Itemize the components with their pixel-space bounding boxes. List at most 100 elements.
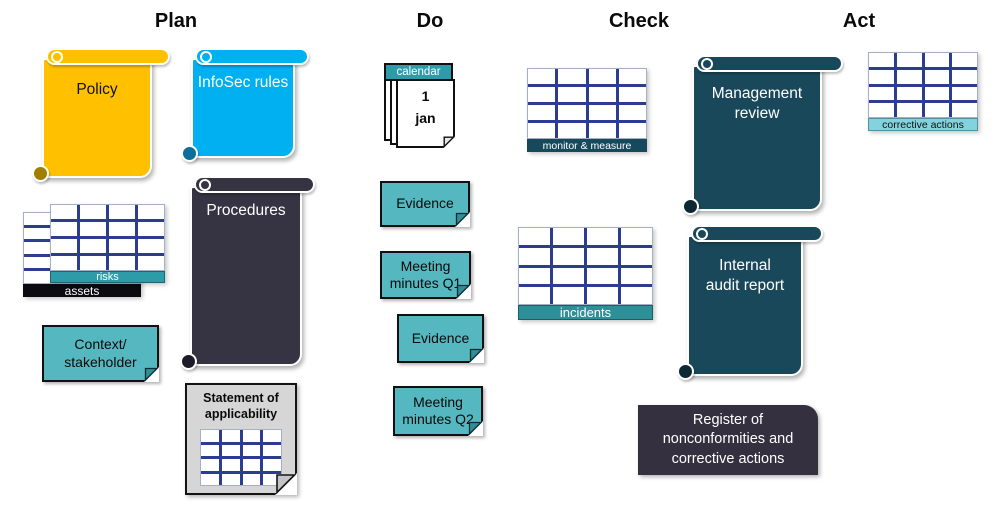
internal-audit-report-scroll: Internal audit report xyxy=(677,225,823,380)
table-cell xyxy=(221,430,240,442)
scroll-roll xyxy=(195,48,309,65)
table-cell xyxy=(621,247,652,265)
scroll-body: Procedures xyxy=(190,186,302,366)
monitor-measure-table: monitor & measure xyxy=(527,68,647,152)
table-cell xyxy=(558,87,586,102)
table-cell xyxy=(24,271,51,283)
table-cell xyxy=(896,86,922,101)
statement-of-applicability-document: Statement of applicability xyxy=(185,383,297,495)
folded-corner-icon xyxy=(144,367,159,382)
table-cell xyxy=(587,228,618,245)
table-cell xyxy=(558,123,586,138)
folded-corner-icon xyxy=(275,473,297,495)
table-cell xyxy=(263,459,281,471)
table-cell xyxy=(952,86,977,101)
procedures-scroll: Procedures xyxy=(180,176,315,370)
table-cell xyxy=(553,228,584,245)
table-cell xyxy=(221,473,240,485)
monitor-measure-grid xyxy=(527,68,647,139)
table-cell xyxy=(263,444,281,456)
table-cell xyxy=(138,222,164,236)
table-cell xyxy=(618,123,646,138)
scroll-roll xyxy=(194,176,315,193)
corrective-actions-label: corrective actions xyxy=(868,118,978,131)
table-cell xyxy=(952,103,977,117)
scroll-spiral-icon xyxy=(51,51,63,63)
header-act: Act xyxy=(842,10,876,32)
folded-corner-icon xyxy=(455,212,470,227)
table-cell xyxy=(952,69,977,84)
folded-corner-icon xyxy=(468,421,483,436)
table-cell xyxy=(138,239,164,253)
table-cell xyxy=(558,105,586,120)
incidents-table: incidents xyxy=(518,227,653,320)
scroll-body: InfoSec rules xyxy=(191,58,295,158)
table-cell xyxy=(896,69,922,84)
table-cell xyxy=(109,205,135,219)
calendar-month: jan xyxy=(415,110,436,126)
table-cell xyxy=(519,267,550,285)
soa-table xyxy=(200,429,282,486)
scroll-spiral-icon xyxy=(696,228,708,240)
calendar-front-page: 1 jan xyxy=(396,79,455,148)
table-cell xyxy=(221,444,240,456)
header-do: Do xyxy=(416,10,444,32)
table-cell xyxy=(952,53,977,67)
folded-corner-icon xyxy=(443,136,455,148)
table-cell xyxy=(263,430,281,442)
infosec-rules-label: InfoSec rules xyxy=(197,74,289,91)
table-cell xyxy=(201,473,219,485)
table-cell xyxy=(869,53,894,67)
scroll-body: Management review xyxy=(692,65,822,211)
infosec-rules-scroll: InfoSec rules xyxy=(181,48,309,162)
table-cell xyxy=(621,228,652,245)
table-cell xyxy=(553,267,584,285)
table-cell xyxy=(869,86,894,101)
table-cell xyxy=(242,459,261,471)
table-cell xyxy=(528,87,556,102)
context-stakeholder-label: Context/ stakeholder xyxy=(64,336,137,370)
table-cell xyxy=(621,267,652,285)
table-cell xyxy=(80,222,106,236)
table-cell xyxy=(528,105,556,120)
table-cell xyxy=(51,205,77,219)
table-cell xyxy=(587,267,618,285)
table-cell xyxy=(24,256,51,269)
scroll-body: Internal audit report xyxy=(687,235,803,376)
policy-scroll: Policy xyxy=(32,48,170,182)
table-cell xyxy=(201,459,219,471)
table-cell xyxy=(519,287,550,304)
table-cell xyxy=(618,105,646,120)
table-cell xyxy=(24,242,51,254)
corrective-actions-grid xyxy=(868,52,978,118)
table-cell xyxy=(221,459,240,471)
risks-table: risks xyxy=(50,204,165,283)
table-cell xyxy=(80,205,106,219)
scroll-roll xyxy=(46,48,170,65)
table-cell xyxy=(621,287,652,304)
calendar: 1 jan calendar xyxy=(384,63,455,148)
calendar-title: calendar xyxy=(384,63,453,81)
table-cell xyxy=(924,69,950,84)
table-cell xyxy=(519,228,550,245)
register-label: Register of nonconformities and correcti… xyxy=(662,411,794,467)
table-cell xyxy=(242,473,261,485)
risks-table-label: risks xyxy=(50,271,165,283)
table-cell xyxy=(553,247,584,265)
table-cell xyxy=(588,123,616,138)
table-cell xyxy=(588,105,616,120)
table-cell xyxy=(618,87,646,102)
table-cell xyxy=(80,256,106,270)
corrective-actions-table: corrective actions xyxy=(868,52,978,131)
header-plan: Plan xyxy=(154,10,198,32)
scroll-curl-icon xyxy=(32,165,49,182)
table-cell xyxy=(588,87,616,102)
scroll-curl-icon xyxy=(181,145,198,162)
table-cell xyxy=(242,430,261,442)
table-cell xyxy=(528,69,556,84)
scroll-spiral-icon xyxy=(199,179,211,191)
table-cell xyxy=(924,53,950,67)
table-cell xyxy=(924,86,950,101)
management-review-scroll: Management review xyxy=(682,55,843,215)
table-cell xyxy=(588,69,616,84)
